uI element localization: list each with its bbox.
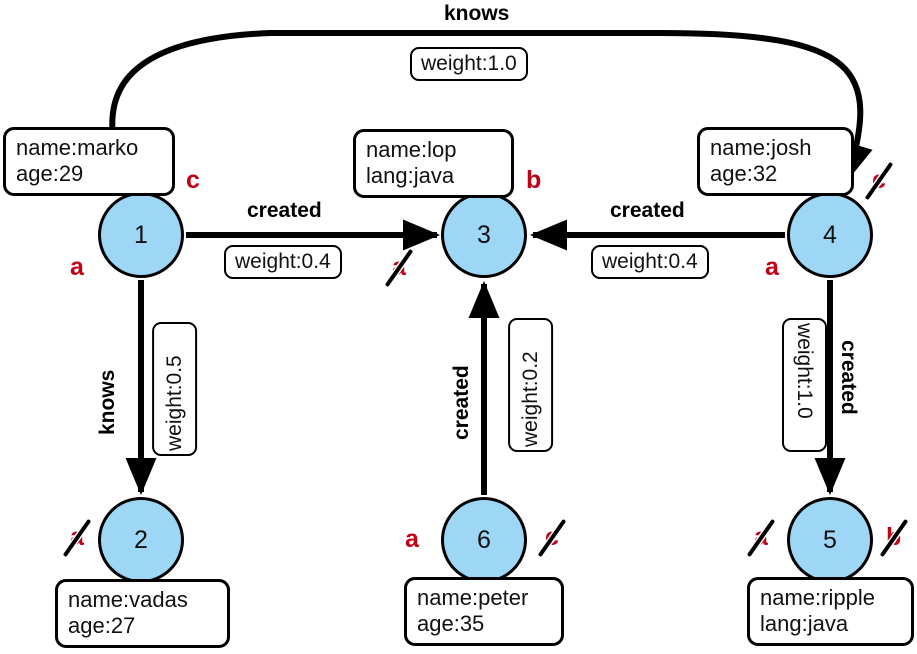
- properties-node-4: name:josh age:32: [697, 127, 854, 196]
- property-line: age:27: [68, 612, 136, 638]
- annotation-letter: a: [405, 525, 419, 553]
- annotation-node-3-b: b: [526, 168, 541, 193]
- edge-label-created-right: created: [610, 199, 685, 222]
- annotation-node-5-a-struck: a: [746, 518, 776, 557]
- annotation-letter: c: [186, 166, 200, 194]
- node-1[interactable]: 1: [98, 192, 184, 278]
- annotation-node-1-c: c: [186, 168, 200, 193]
- edge-weight-created-middle: weight:0.2: [508, 318, 554, 452]
- annotation-node-5-b-struck: b: [879, 518, 908, 557]
- edge-weight-created-right: weight:0.4: [591, 245, 709, 280]
- edge-weight-created-far-right: weight:1.0: [782, 318, 828, 452]
- node-label: 5: [823, 525, 837, 554]
- node-label: 6: [477, 525, 491, 554]
- property-line: name:ripple: [760, 585, 875, 610]
- property-line: name:vadas: [68, 587, 188, 612]
- edge-label-created-middle: created: [450, 365, 473, 440]
- node-3[interactable]: 3: [441, 192, 527, 278]
- annotation-node-2-a-struck: a: [62, 518, 92, 557]
- annotation-node-1-a: a: [70, 255, 84, 280]
- node-5[interactable]: 5: [787, 497, 873, 583]
- node-label: 1: [134, 220, 148, 249]
- properties-node-6: name:peter age:35: [404, 577, 564, 646]
- edge-weight-created-left: weight:0.4: [224, 245, 342, 280]
- property-line: lang:java: [366, 162, 455, 188]
- node-label: 4: [823, 220, 837, 249]
- node-6[interactable]: 6: [441, 497, 527, 583]
- edge-label-knows-vertical: knows: [96, 369, 119, 435]
- property-line: name:lop: [366, 137, 457, 162]
- node-label: 2: [134, 525, 148, 554]
- annotation-letter: a: [765, 253, 779, 281]
- annotation-node-4-c-struck: c: [864, 161, 894, 200]
- node-2[interactable]: 2: [98, 497, 184, 583]
- annotation-node-4-a: a: [765, 255, 779, 280]
- edge-label-knows-top: knows: [444, 2, 510, 25]
- property-line: name:marko: [16, 135, 139, 160]
- properties-node-2: name:vadas age:27: [55, 579, 230, 648]
- edge-weight-knows-vertical: weight:0.5: [152, 322, 198, 456]
- properties-node-3: name:lop lang:java: [353, 129, 514, 198]
- annotation-letter: a: [70, 253, 84, 281]
- properties-node-1: name:marko age:29: [3, 127, 175, 196]
- node-label: 3: [477, 220, 491, 249]
- property-line: age:32: [710, 160, 778, 186]
- node-4[interactable]: 4: [787, 192, 873, 278]
- annotation-letter: b: [526, 166, 542, 194]
- property-line: lang:java: [760, 610, 849, 636]
- annotation-node-3-a-struck: a: [384, 248, 414, 287]
- edge-weight-knows-top: weight:1.0: [410, 47, 528, 82]
- properties-node-5: name:ripple lang:java: [747, 577, 914, 646]
- property-line: name:josh: [710, 135, 812, 160]
- property-line: age:29: [16, 160, 84, 186]
- edge-4-1-knows: [109, 30, 873, 192]
- property-line: age:35: [417, 610, 485, 636]
- annotation-node-6-a: a: [405, 527, 419, 552]
- edge-label-created-far-right: created: [837, 340, 860, 415]
- annotation-node-6-c-struck: c: [537, 518, 567, 557]
- edge-label-created-left: created: [247, 199, 322, 222]
- property-line: name:peter: [417, 585, 529, 610]
